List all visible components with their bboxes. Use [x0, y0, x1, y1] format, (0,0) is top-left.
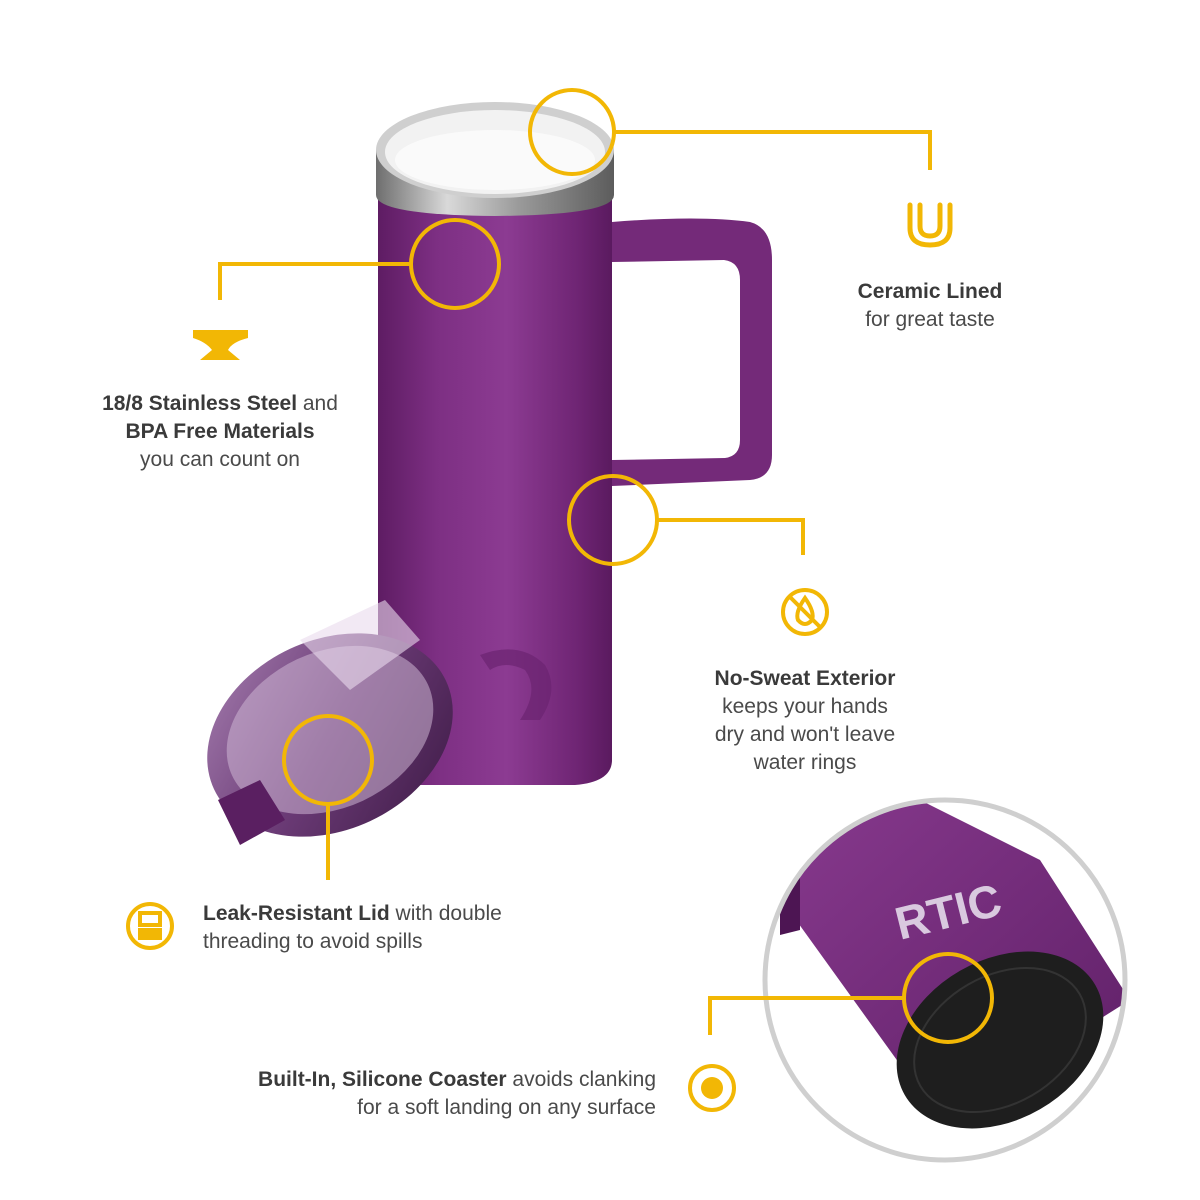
- ceramic-lining-icon: [907, 202, 953, 248]
- feature-lid: Leak-Resistant Lid with double threading…: [203, 900, 583, 956]
- feature-coaster: Built-In, Silicone Coaster avoids clanki…: [150, 1066, 656, 1122]
- feature-steel: 18/8 Stainless Steel and BPA Free Materi…: [60, 390, 380, 474]
- feature-steel-desc: you can count on: [140, 448, 300, 471]
- feature-coaster-desc2: for a soft landing on any surface: [357, 1096, 656, 1119]
- feature-coaster-desc1: avoids clanking: [506, 1068, 656, 1091]
- lid: [207, 600, 453, 845]
- mug-body: [378, 190, 612, 785]
- lid-icon: [126, 902, 174, 950]
- feature-steel-title: 18/8 Stainless Steel: [102, 392, 298, 415]
- no-drop-icon: [781, 588, 829, 636]
- feature-sweat: No-Sweat Exterior keeps your hands dry a…: [660, 665, 950, 777]
- mug: [376, 102, 772, 785]
- leader-coaster: [708, 996, 904, 1035]
- feature-lid-desc1: with double: [389, 902, 502, 925]
- silicone-coaster: [896, 951, 1104, 1129]
- lid-slider: [218, 780, 285, 845]
- feature-ceramic-desc: for great taste: [865, 308, 995, 331]
- leader-ceramic: [614, 130, 932, 170]
- coaster-zoom: RTIC: [762, 797, 1128, 1163]
- feature-sweat-line2: dry and won't leave: [714, 723, 896, 746]
- mug-handle: [612, 218, 772, 486]
- anvil-icon: [193, 330, 248, 360]
- coaster-icon: [688, 1064, 736, 1112]
- feature-lid-desc2: threading to avoid spills: [203, 930, 423, 953]
- feature-ceramic-title: Ceramic Lined: [857, 280, 1003, 303]
- feature-sweat-line1: keeps your hands: [722, 695, 888, 718]
- leader-sweat: [657, 518, 805, 555]
- callouts: [218, 88, 994, 1044]
- feature-sweat-title: No-Sweat Exterior: [714, 667, 896, 690]
- feature-lid-title: Leak-Resistant Lid: [203, 902, 390, 925]
- feature-ceramic: Ceramic Lined for great taste: [800, 278, 1060, 334]
- feature-steel-joiner: and: [297, 392, 338, 415]
- feature-coaster-title: Built-In, Silicone Coaster: [258, 1068, 507, 1091]
- embossed-logo: [480, 649, 552, 720]
- leader-steel: [218, 262, 411, 300]
- feature-steel-title2: BPA Free Materials: [125, 420, 315, 443]
- feature-sweat-line3: water rings: [753, 751, 857, 774]
